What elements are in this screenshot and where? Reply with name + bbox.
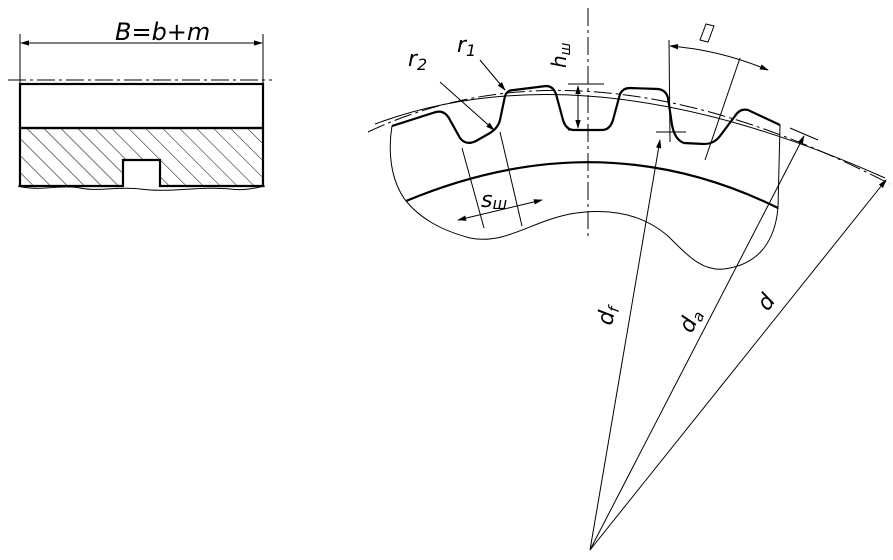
tooth-height-label: hш xyxy=(547,42,574,68)
angle-dimension-arc xyxy=(669,43,769,71)
tooth-thickness-dimension xyxy=(457,199,543,221)
root-circle-arc xyxy=(405,161,779,209)
r2-label: r2 xyxy=(408,47,427,74)
root-diameter-line xyxy=(589,139,662,551)
tip-diameter-label: da xyxy=(675,305,709,337)
gear-fragment-view: r1 r2 hш sш df da d xyxy=(367,8,891,551)
gear-break-outline xyxy=(389,124,781,270)
angle-label-mark xyxy=(699,23,715,43)
r2-leader xyxy=(439,81,495,131)
pitch-diameter-label: d xyxy=(752,289,781,316)
r1-label: r1 xyxy=(457,33,476,60)
side-break-line xyxy=(17,185,266,191)
pitch-diameter-line xyxy=(589,179,887,551)
r1-leader xyxy=(479,59,506,91)
root-diameter-label: df xyxy=(593,301,623,327)
tooth-thickness-label: sш xyxy=(481,188,507,213)
side-section-view: B=b+m xyxy=(8,18,272,191)
tip-circle-arc xyxy=(374,94,886,179)
rim-outline xyxy=(18,82,265,130)
width-formula-label: B=b+m xyxy=(115,18,210,46)
hatched-hub-section xyxy=(18,126,265,188)
pitch-circle-arc xyxy=(367,89,891,185)
tip-diameter-line xyxy=(589,135,805,551)
